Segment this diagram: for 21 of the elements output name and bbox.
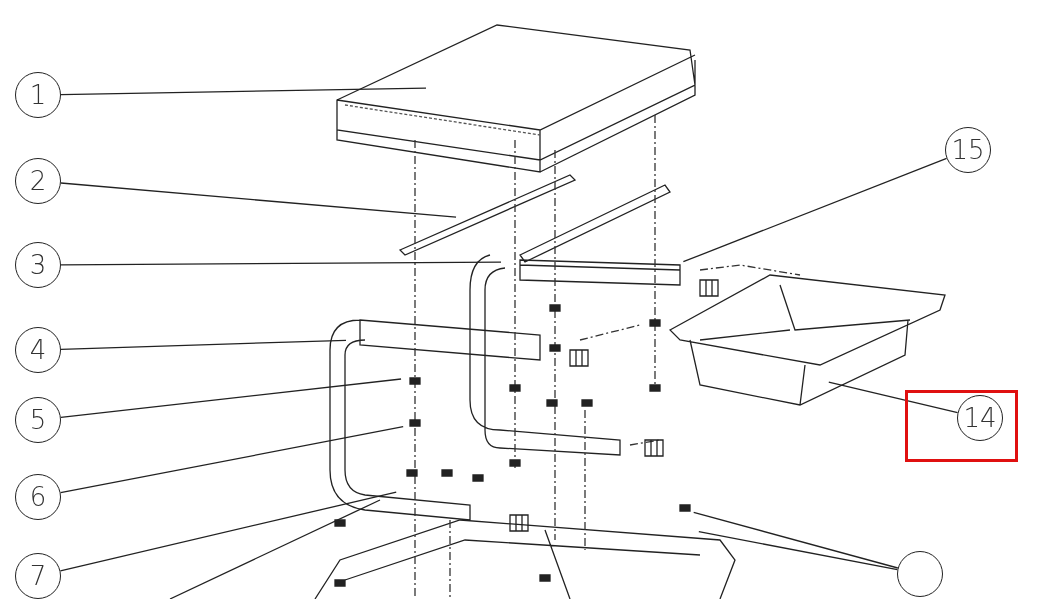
leader-line <box>698 531 899 571</box>
callout-number: 5 <box>15 397 61 443</box>
callout-circle <box>897 551 943 597</box>
callout-number: 15 <box>945 127 991 173</box>
leader-line <box>828 381 959 414</box>
leader-line <box>60 261 502 266</box>
callout-number: 4 <box>15 327 61 373</box>
callout-number: 14 <box>957 395 1003 441</box>
leader-line <box>682 157 948 263</box>
callout-number: 3 <box>15 242 61 288</box>
leader-line <box>60 378 402 419</box>
callout-number: 2 <box>15 158 61 204</box>
leader-line <box>60 339 347 350</box>
leader-line <box>59 491 397 572</box>
callout-number: 7 <box>15 553 61 599</box>
callout-number: 1 <box>15 72 61 118</box>
leader-line <box>60 87 427 96</box>
leader-line <box>60 182 457 218</box>
leader-line <box>59 426 404 494</box>
callout-number: 6 <box>15 474 61 520</box>
leader-line <box>693 511 899 569</box>
